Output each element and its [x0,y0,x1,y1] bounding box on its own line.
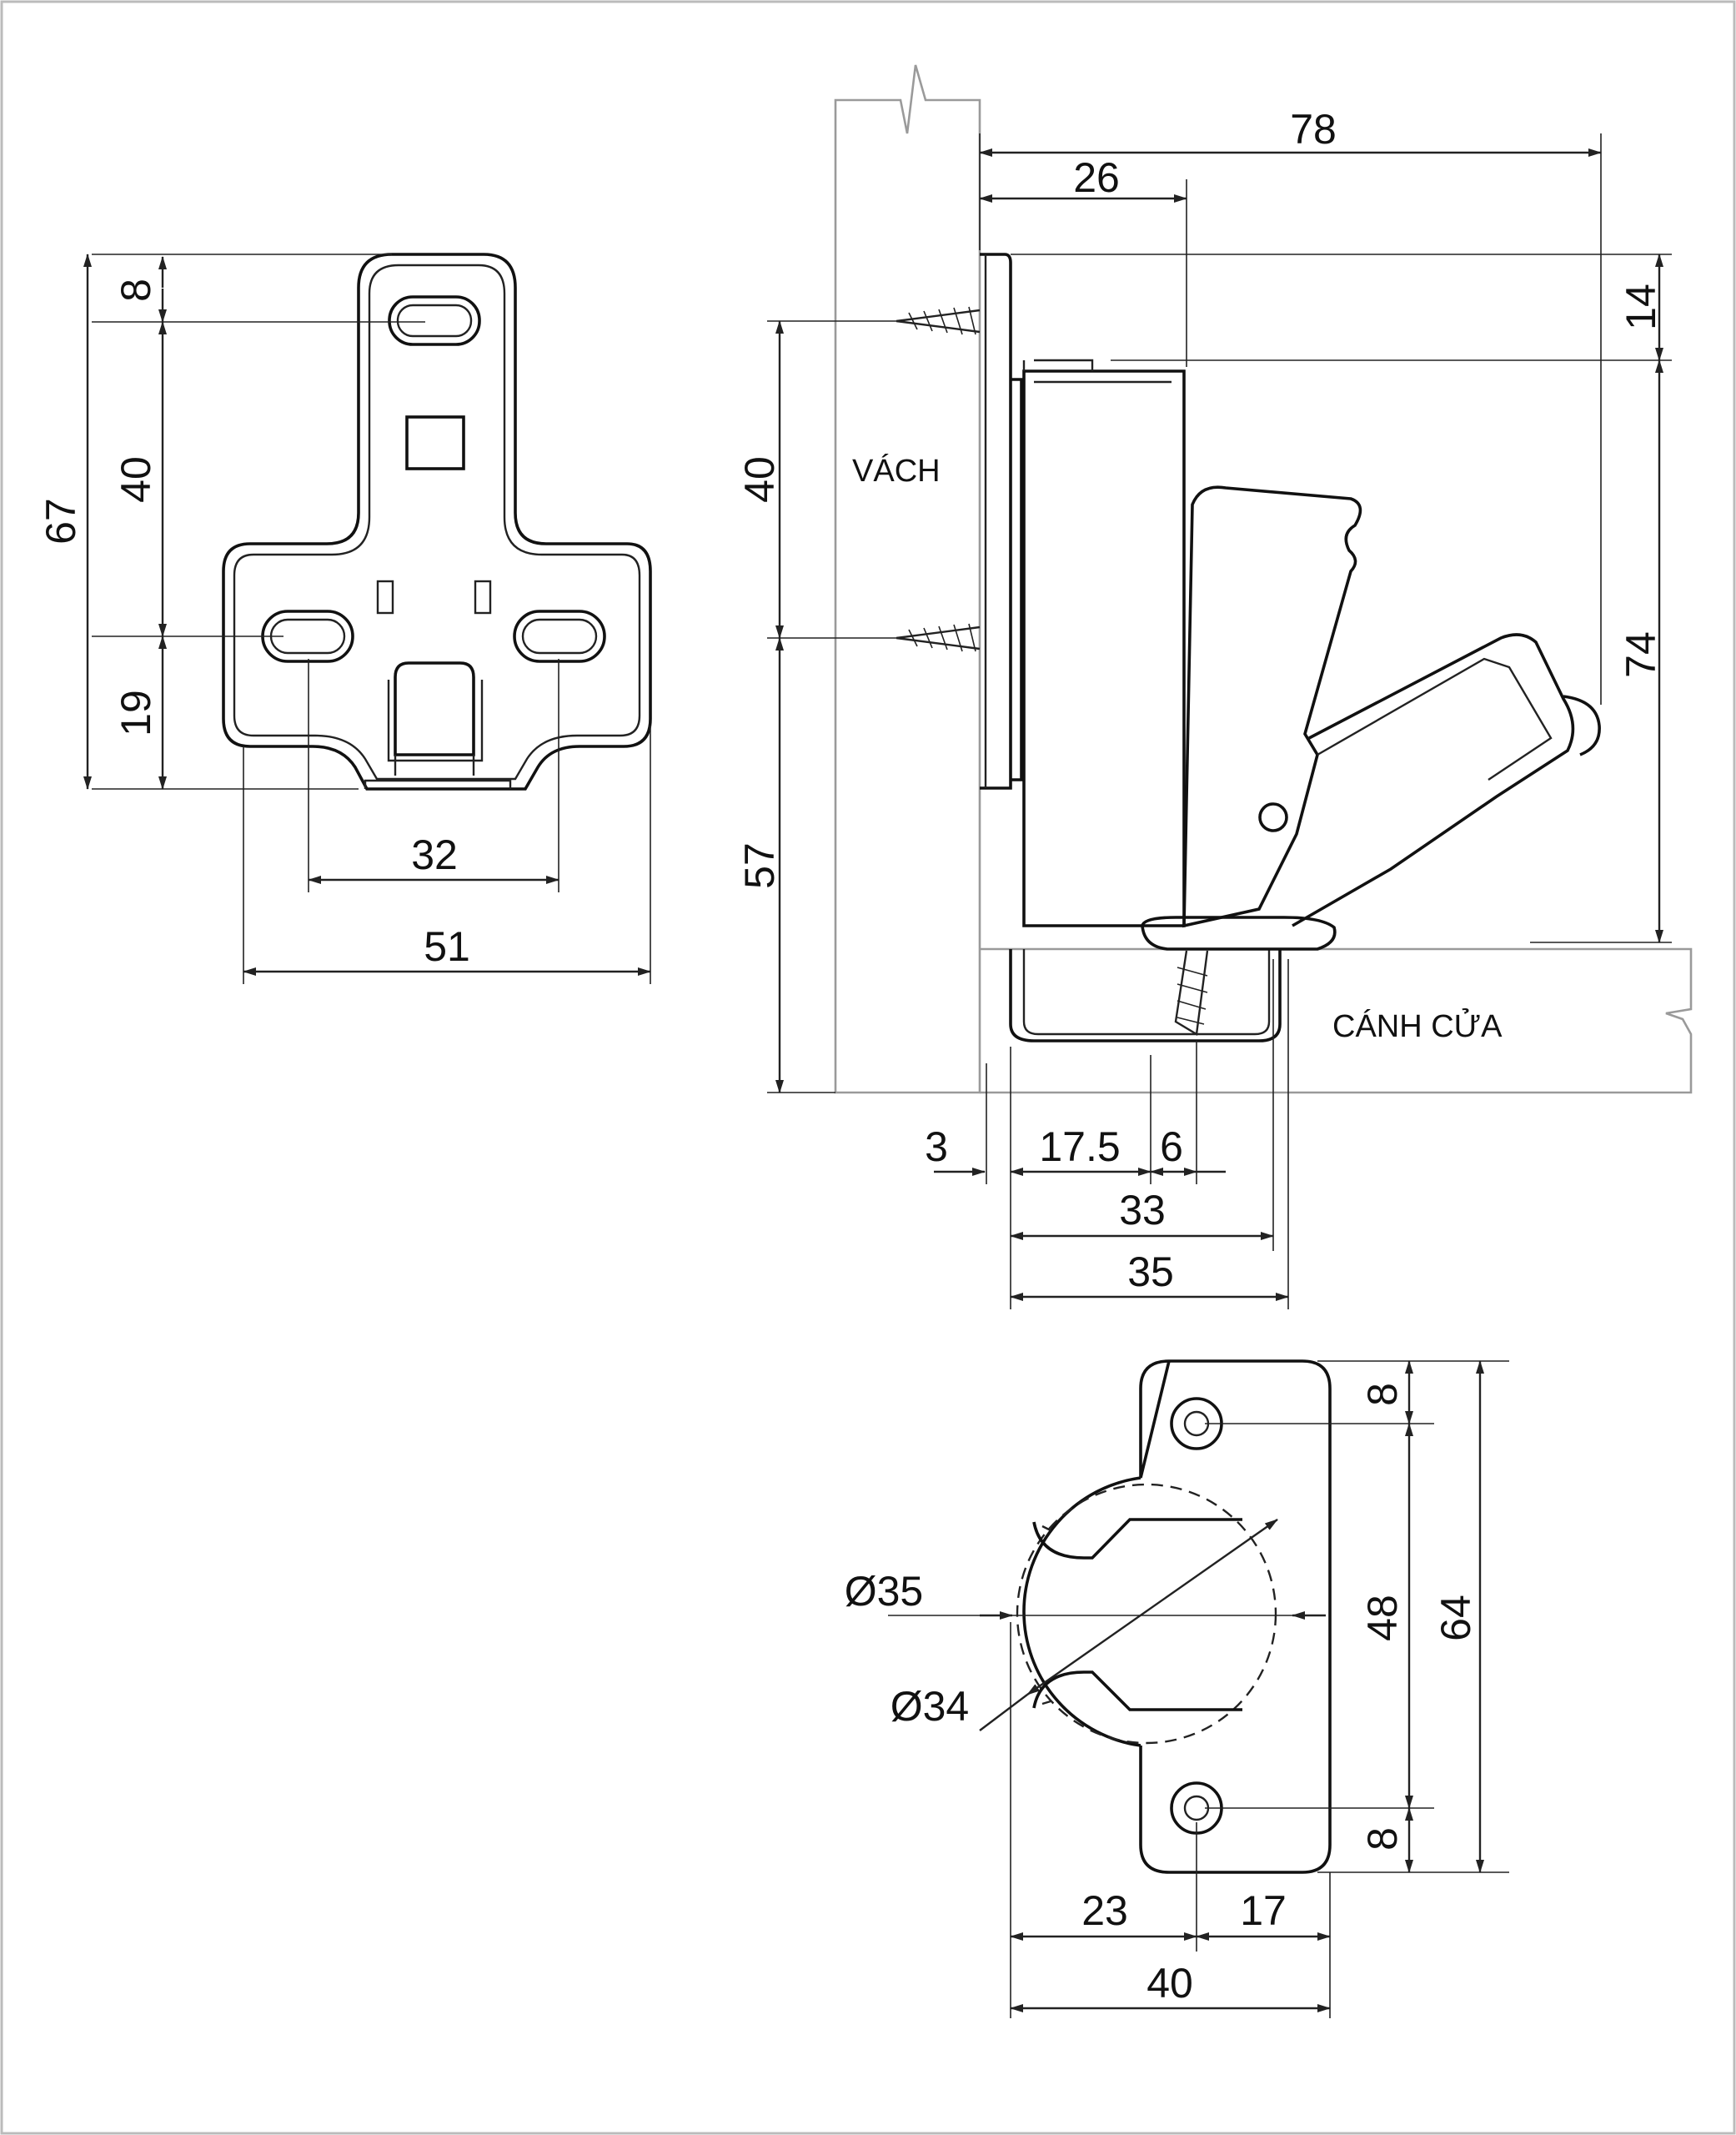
side-dimension-lines [767,133,1672,1309]
hinge-cup-view: Ø35 Ø34 8 48 8 64 23 17 40 [845,1359,1509,2018]
plate-dim-40: 40 [113,456,159,503]
screw-wall-bottom [896,623,981,652]
side-dim-78: 78 [1290,106,1337,153]
hinge-cup [1009,949,1282,1042]
cabinet-wall [834,64,981,1094]
plate-center-clip [394,661,475,756]
plate-dim-51: 51 [424,923,470,970]
plate-dim-19: 19 [113,690,159,736]
screw-wall-top [896,306,981,335]
plate-top-slot [388,295,481,346]
plate-top-slot-inner [396,304,473,338]
hinge-side-view: VÁCH CÁNH CỬA 78 26 14 74 40 57 3 17.5 6… [736,64,1693,1309]
cup-plate-outline [1139,1359,1332,1874]
cup-dim-40: 40 [1146,1960,1193,2007]
hinge-pivot [1258,802,1288,832]
cup-dim-17: 17 [1240,1887,1287,1934]
side-dim-35: 35 [1127,1248,1174,1295]
hinge-linkage-arm [1292,633,1575,927]
screw-door [1174,950,1209,1036]
cup-dim-8-bottom: 8 [1359,1827,1406,1851]
cup-inner-cutout [1032,1518,1242,1711]
mounting-plate-view: 67 8 40 19 32 51 [38,253,652,984]
cup-dim-64: 64 [1432,1595,1479,1641]
plate-square-window [405,415,465,470]
plate-right-slot-inner [521,618,598,655]
cup-dimension-lines [888,1360,1509,2018]
hinge-clip-lever [1182,485,1362,928]
side-dim-26: 26 [1073,154,1120,201]
hinge-arm-body [1022,369,1186,927]
side-dim-17-5: 17.5 [1039,1123,1120,1170]
cup-circle-dia35 [1022,1476,1141,1747]
plate-small-slot-left [376,580,394,615]
side-dim-14: 14 [1618,284,1664,330]
side-dim-3: 3 [925,1123,948,1170]
side-label-cabinet: VÁCH [852,453,941,489]
plate-small-slot-right [474,580,492,615]
side-dim-33: 33 [1119,1187,1166,1233]
door-panel [980,947,1693,1094]
cup-dim-23: 23 [1081,1887,1128,1934]
hinge-cup-flange [1141,916,1337,951]
plate-dim-67: 67 [38,498,84,545]
side-dim-57: 57 [736,842,783,889]
plate-dim-32: 32 [411,831,458,878]
plate-right-slot [513,610,606,663]
plate-inner-outline [233,264,641,781]
plate-dim-8: 8 [113,279,159,302]
side-dim-40: 40 [736,456,783,503]
cup-dim-8-top: 8 [1359,1383,1406,1406]
cup-dim-48: 48 [1359,1595,1406,1641]
side-dim-74: 74 [1618,631,1664,678]
side-dim-6: 6 [1160,1123,1183,1170]
cup-dim-dia34: Ø34 [891,1683,970,1730]
cup-dim-dia35: Ø35 [845,1568,924,1615]
side-label-door: CÁNH CỬA [1332,1007,1503,1044]
plate-dimension-lines [83,254,651,984]
plate-outline [222,253,652,791]
